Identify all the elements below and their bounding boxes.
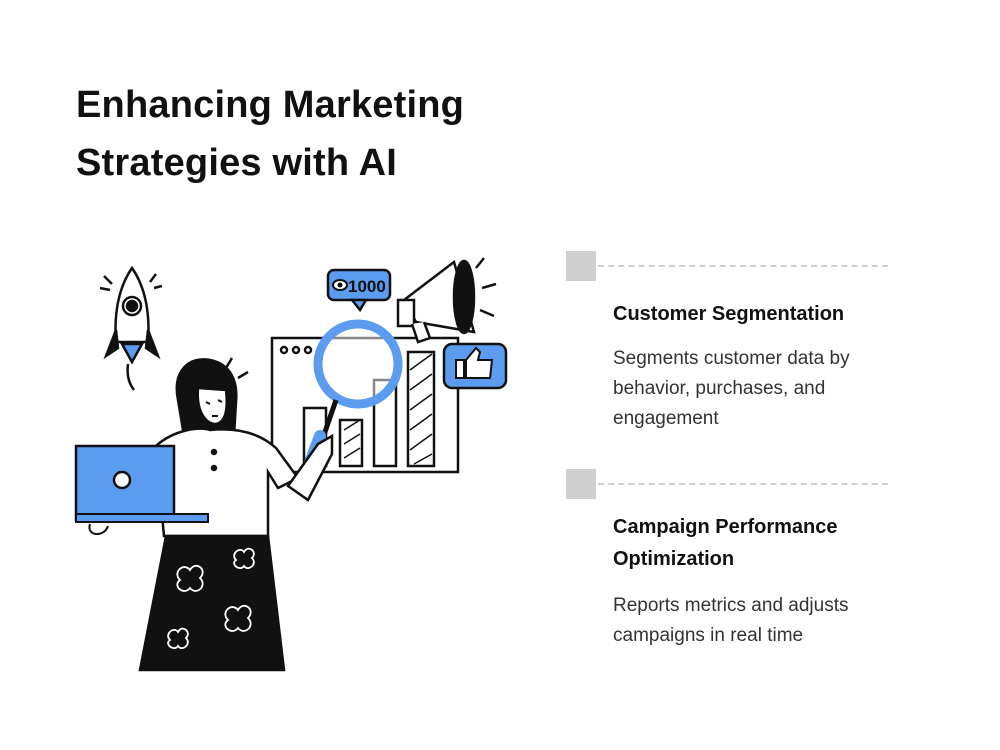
feature-description-customer-segmentation: Segments customer data by behavior, purc… xyxy=(613,344,933,434)
eye-icon: 1000 xyxy=(326,268,392,313)
view-count-label: 1000 xyxy=(348,277,386,296)
title-line-1: Enhancing Marketing xyxy=(76,84,465,126)
page-title: Enhancing Marketing Strategies with AI xyxy=(76,76,596,192)
marketing-illustration: 1000 xyxy=(74,257,508,672)
rocket-icon xyxy=(99,265,163,391)
feature-1-desc-line-2: behavior, purchases, and xyxy=(613,378,826,399)
megaphone-icon xyxy=(396,257,497,344)
title-line-2: Strategies with AI xyxy=(76,142,398,184)
thumbs-up-icon xyxy=(442,342,508,390)
feature-1-desc-line-1: Segments customer data by xyxy=(613,348,850,369)
feature-marker-2 xyxy=(566,469,596,499)
feature-divider-1 xyxy=(598,265,888,267)
feature-2-desc-line-2: campaigns in real time xyxy=(613,625,804,646)
feature-2-title-line-2: Optimization xyxy=(613,548,735,570)
feature-title-customer-segmentation: Customer Segmentation xyxy=(613,303,845,325)
feature-2-desc-line-1: Reports metrics and adjusts xyxy=(613,595,849,616)
person-figure xyxy=(138,357,334,672)
feature-title-campaign-performance: Campaign Performance Optimization xyxy=(613,511,933,575)
feature-marker-1 xyxy=(566,251,596,281)
feature-2-title-line-1: Campaign Performance xyxy=(613,516,838,538)
laptop-icon xyxy=(74,444,209,535)
feature-description-campaign-performance: Reports metrics and adjusts campaigns in… xyxy=(613,591,933,651)
feature-divider-2 xyxy=(598,483,888,485)
feature-1-desc-line-3: engagement xyxy=(613,408,719,429)
